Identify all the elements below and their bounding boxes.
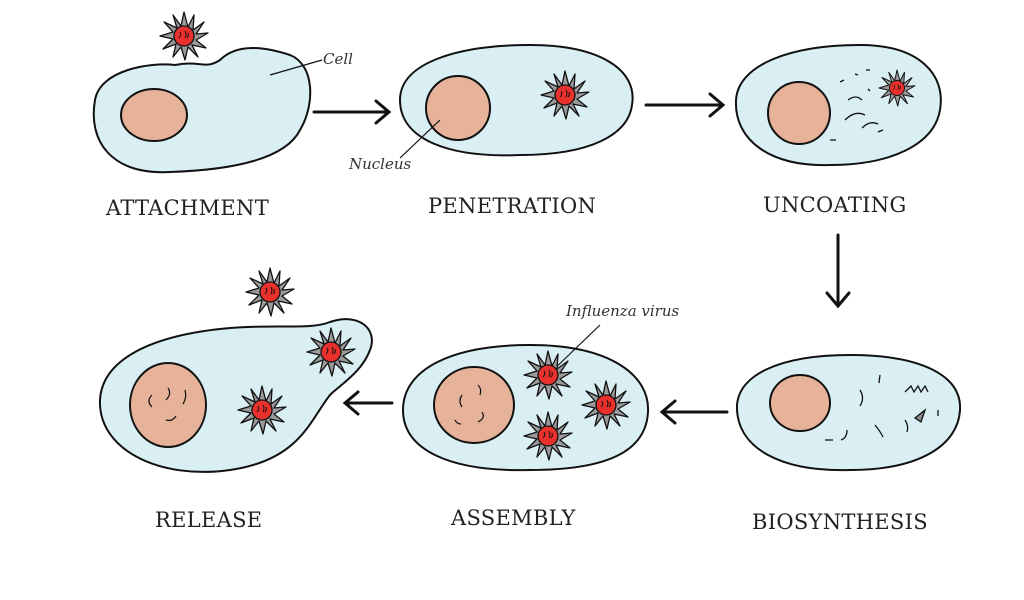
stage-release-cell — [98, 318, 373, 473]
nucleus — [769, 374, 831, 432]
arrow-uncoating-to-biosynthesis — [825, 233, 851, 309]
label-penetration: PENETRATION — [428, 194, 597, 218]
label-release: RELEASE — [155, 508, 263, 532]
nucleus-leader-line — [399, 119, 441, 159]
nucleus — [120, 88, 188, 142]
nucleus-annotation: Nucleus — [349, 155, 412, 173]
virus-attaching — [159, 11, 209, 61]
label-uncoating: UNCOATING — [763, 193, 907, 217]
cell-annotation: Cell — [323, 50, 353, 68]
stage-biosynthesis-cell — [735, 353, 962, 472]
cell-leader-line — [269, 59, 323, 76]
arrow-penetration-to-uncoating — [644, 92, 726, 118]
arrow-assembly-to-release — [342, 390, 394, 416]
viral-components — [825, 374, 939, 441]
stage-attachment-cell — [92, 47, 323, 174]
stage-penetration-cell — [398, 43, 634, 159]
nucleus — [433, 366, 515, 444]
label-attachment: ATTACHMENT — [106, 196, 270, 220]
arrow-biosynthesis-to-assembly — [659, 399, 729, 425]
stage-assembly-cell — [401, 324, 650, 472]
virus-released — [245, 267, 295, 317]
label-biosynthesis: BIOSYNTHESIS — [752, 510, 928, 534]
nucleus — [129, 362, 207, 448]
nucleus — [425, 75, 491, 141]
label-assembly: ASSEMBLY — [451, 506, 576, 530]
viral-fragments — [830, 69, 884, 141]
virus-annotation: Influenza virus — [566, 302, 680, 320]
stage-uncoating-cell — [734, 43, 942, 167]
arrow-attachment-to-penetration — [312, 99, 392, 125]
nucleus — [767, 81, 831, 145]
